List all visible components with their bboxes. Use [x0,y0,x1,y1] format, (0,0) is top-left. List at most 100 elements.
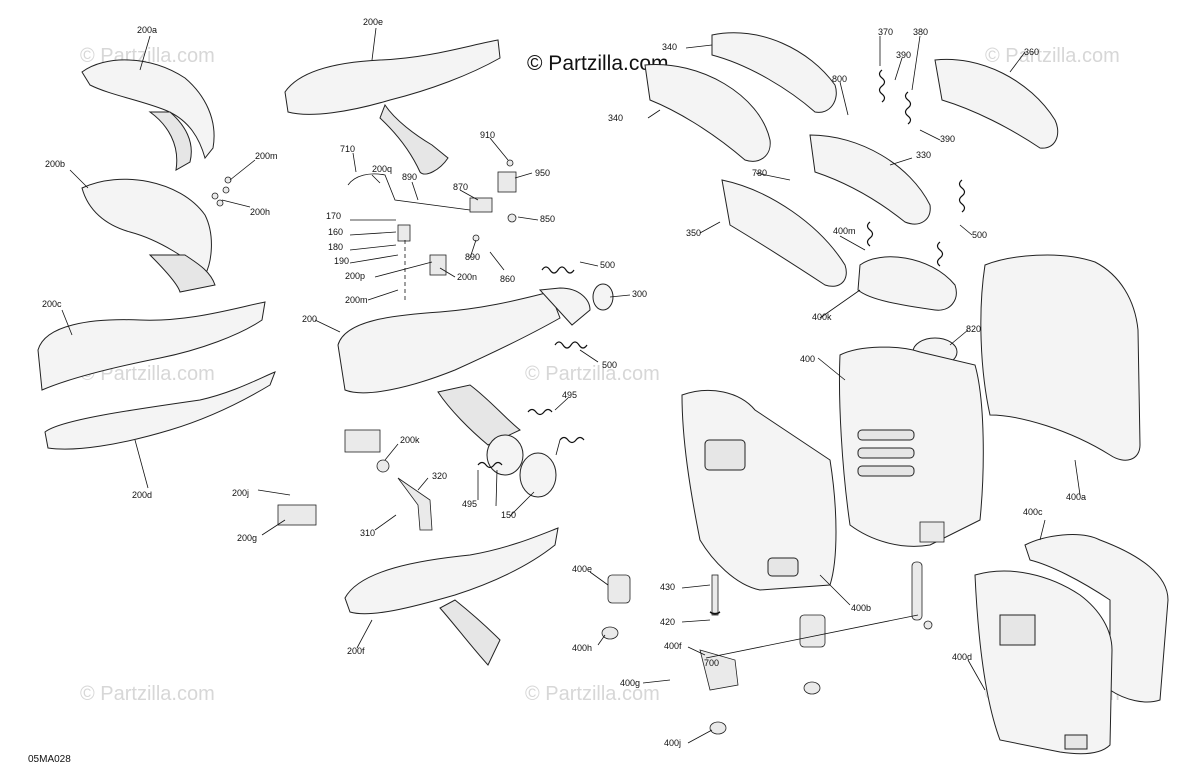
callout-320: 320 [432,471,447,481]
callout-200d: 200d [132,490,152,500]
watermark-text: © Partzilla.com [80,683,215,705]
callout-200c: 200c [42,299,62,309]
spring-495-a [527,408,553,416]
copyright-brand: © Partzilla.com [527,52,669,75]
callout-200a: 200a [137,25,157,35]
callout-400c: 400c [1023,507,1043,517]
callout-400h: 400h [572,643,592,653]
part-350-heat-shield [721,179,847,287]
callout-700: 700 [704,658,719,668]
callout-200g: 200g [237,533,257,543]
spring-500-a [541,266,575,274]
callout-710: 710 [340,144,355,154]
spring-500-c [958,179,966,213]
callout-850: 850 [540,214,555,224]
callout-890-top: 890 [402,172,417,182]
callout-400g: 400g [620,678,640,688]
callout-400b: 400b [851,603,871,613]
callout-180: 180 [328,242,343,252]
callout-330: 330 [916,150,931,160]
callout-340-top: 340 [662,42,677,52]
callout-495-top: 495 [562,390,577,400]
callout-200: 200 [302,314,317,324]
callout-380: 380 [913,27,928,37]
spring-370 [878,69,886,103]
callout-860: 860 [500,274,515,284]
callout-400j: 400j [664,738,681,748]
callout-400m: 400m [833,226,856,236]
callout-500-b: 500 [602,360,617,370]
callout-200j: 200j [232,488,249,498]
part-200f-heat-shield [344,527,559,666]
part-400k-outlet [857,256,957,311]
part-200d-heat-shield [44,371,276,450]
callout-400a: 400a [1066,492,1086,502]
callout-350: 350 [686,228,701,238]
callout-370: 370 [878,27,893,37]
callout-310: 310 [360,528,375,538]
springs-group [477,69,966,469]
callout-390-mid: 390 [940,134,955,144]
callout-200n: 200n [457,272,477,282]
part-360-heat-shield [934,58,1059,149]
callout-400f: 400f [664,641,682,651]
callout-300: 300 [632,289,647,299]
callout-200f: 200f [347,646,365,656]
spring-500-b [554,341,588,349]
callout-360: 360 [1024,47,1039,57]
callout-870: 870 [453,182,468,192]
callout-200k: 200k [400,435,420,445]
callout-400k: 400k [812,312,832,322]
callout-890-bot: 890 [465,252,480,262]
spring-380 [904,91,912,125]
callout-200e: 200e [363,17,383,27]
callout-400e: 400e [572,564,592,574]
spring-495-b [559,436,585,444]
diagram-code: 05MA028 [28,754,71,765]
part-400b-heat-shield [681,389,837,591]
callout-910: 910 [480,130,495,140]
sensor-bracket-assembly [277,159,517,531]
spring-500-d [936,241,944,267]
callout-labels: 200a 200b 200c 200d 200m 200h 200e 710 2… [42,17,1086,748]
callout-150: 150 [501,510,516,520]
callout-400d: 400d [952,652,972,662]
callout-430: 430 [660,582,675,592]
callout-500-c: 500 [972,230,987,240]
callout-200h: 200h [250,207,270,217]
spring-400m [866,221,874,247]
part-340-heat-shield-top [711,32,837,113]
callout-160: 160 [328,227,343,237]
part-400c-heat-shield [1024,534,1169,703]
watermark-text: © Partzilla.com [525,683,660,705]
part-150-clamp [519,452,557,498]
watermark-text: © Partzilla.com [525,363,660,385]
hardware-200m-200h [211,176,232,207]
callout-190: 190 [334,256,349,266]
callout-390-top: 390 [896,50,911,60]
callout-200q: 200q [372,164,392,174]
leader-lines [61,27,1081,744]
callout-200m-top: 200m [255,151,278,161]
callout-420: 420 [660,617,675,627]
callout-495-bot: 495 [462,499,477,509]
part-330-heat-shield [809,134,931,225]
part-340-heat-shield-left [644,64,771,162]
callout-200p: 200p [345,271,365,281]
part-200a-heat-shield [81,59,215,171]
spring-495-c [477,461,503,469]
callout-800: 800 [832,74,847,84]
part-200e-heat-shield [284,39,501,175]
callout-200b: 200b [45,159,65,169]
callout-400: 400 [800,354,815,364]
mount-hardware-group [601,561,933,735]
part-400a-heat-shield [980,254,1141,461]
part-200b-heat-shield [81,178,216,293]
callout-200m-mid: 200m [345,295,368,305]
part-200c-heat-shield [37,301,266,391]
callout-780: 780 [752,168,767,178]
callout-820: 820 [966,324,981,334]
part-200-muffler [337,283,614,476]
callout-950: 950 [535,168,550,178]
